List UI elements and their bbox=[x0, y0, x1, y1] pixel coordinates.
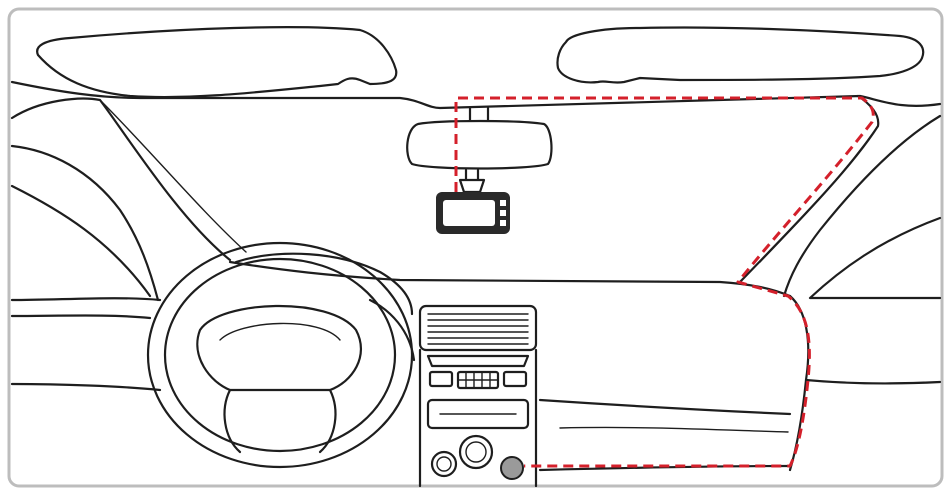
roof-headliner bbox=[10, 80, 942, 110]
console-knob-left bbox=[430, 450, 458, 478]
dashcam-screen bbox=[443, 200, 495, 226]
diagram-border bbox=[7, 7, 944, 488]
steering-column bbox=[368, 298, 416, 362]
dashboard-top bbox=[228, 260, 792, 298]
a-pillar-left bbox=[10, 97, 232, 262]
left-door-window-frame bbox=[10, 184, 152, 298]
console-button-left bbox=[428, 370, 454, 388]
right-door-window bbox=[808, 216, 942, 300]
sun-visor-left bbox=[36, 26, 398, 99]
steering-wheel-spoke bbox=[223, 388, 242, 454]
sun-visor-right bbox=[556, 26, 925, 84]
steering-wheel-spoke bbox=[318, 388, 337, 454]
dashboard-left-lower bbox=[10, 382, 162, 392]
dashcam-button bbox=[500, 210, 506, 216]
dashcam-button bbox=[500, 220, 506, 226]
steering-wheel-rim-inner bbox=[163, 257, 397, 453]
console-display-grid bbox=[457, 371, 499, 389]
power-socket-icon bbox=[500, 456, 524, 480]
air-vent bbox=[418, 304, 538, 352]
console-knob-center bbox=[458, 434, 494, 470]
a-pillar-right-outer bbox=[782, 114, 942, 298]
dashboard-left-panel bbox=[10, 314, 152, 320]
steering-wheel-hub bbox=[196, 304, 362, 392]
center-console bbox=[418, 348, 538, 488]
a-pillar-right bbox=[738, 94, 880, 284]
center-console-outline bbox=[418, 348, 538, 488]
air-vent-slats bbox=[427, 313, 529, 345]
rearview-mirror bbox=[406, 119, 553, 170]
steering-wheel-airbag bbox=[219, 322, 341, 341]
air-vent-frame bbox=[418, 304, 538, 352]
dash-cam bbox=[436, 192, 510, 234]
steering-wheel-rim bbox=[146, 241, 414, 469]
a-pillar-right-edge bbox=[759, 125, 879, 263]
dashboard-right-lower bbox=[804, 378, 942, 385]
a-pillar-left-edge bbox=[99, 99, 247, 253]
dashcam-mount bbox=[458, 168, 486, 194]
instrument-hood bbox=[234, 252, 414, 316]
steering-wheel bbox=[146, 241, 416, 469]
console-knob-center-inner bbox=[465, 441, 487, 463]
a-pillar-left-inner bbox=[10, 144, 160, 302]
center-console-top bbox=[426, 354, 530, 368]
left-door-window bbox=[10, 297, 162, 302]
glovebox-line bbox=[538, 398, 792, 416]
console-button-right bbox=[502, 370, 528, 388]
console-knob-left-inner bbox=[436, 456, 452, 472]
glovebox-mid bbox=[559, 426, 789, 433]
dashcam-button bbox=[500, 200, 506, 206]
cable-route bbox=[454, 96, 875, 468]
